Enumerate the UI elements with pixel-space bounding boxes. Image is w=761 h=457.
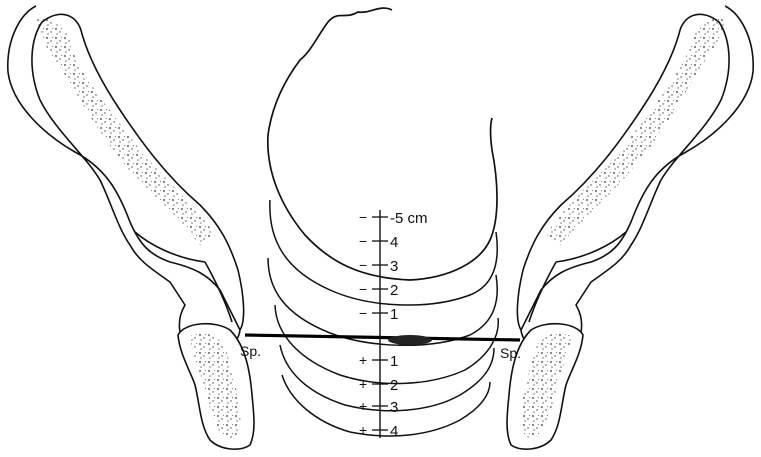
scale-plus-sign: + — [359, 352, 367, 368]
scale-label: 3 — [390, 258, 398, 275]
scale-label: 1 — [390, 353, 398, 370]
left-pelvic-bone — [8, 6, 254, 449]
right-pelvic-bone — [507, 6, 753, 449]
scale-label: 2 — [390, 377, 398, 394]
scale-plus-sign: + — [359, 422, 367, 438]
station-zero-marker — [388, 335, 432, 345]
scale-minus-sign: − — [359, 305, 367, 321]
right-iliac-wing — [517, 6, 753, 352]
left-iliac-wing — [8, 6, 244, 352]
scale-label: 2 — [390, 282, 398, 299]
scale-label: 3 — [390, 399, 398, 416]
station-scale: − -5 cm − 4 − 3 − 2 − 1 +1 +2 +3 +4 — [359, 209, 428, 440]
scale-label: 1 — [390, 306, 398, 323]
head-positions — [268, 200, 498, 436]
scale-minus-sign: − — [359, 209, 367, 225]
scale-label: 4 — [390, 234, 398, 251]
scale-plus-sign: + — [359, 398, 367, 414]
scale-minus-sign: − — [359, 257, 367, 273]
fetal-head-outline — [268, 8, 497, 280]
scale-minus-sign: − — [359, 281, 367, 297]
left-spine-label: Sp. — [240, 343, 261, 359]
scale-minus-sign: − — [359, 233, 367, 249]
scale-label: 4 — [390, 423, 398, 440]
head-position-arc-4 — [280, 345, 494, 411]
right-spine-label: Sp. — [500, 345, 521, 361]
head-position-arc-2 — [268, 258, 497, 345]
scale-plus-sign: + — [359, 376, 367, 392]
scale-label: -5 cm — [390, 210, 428, 227]
